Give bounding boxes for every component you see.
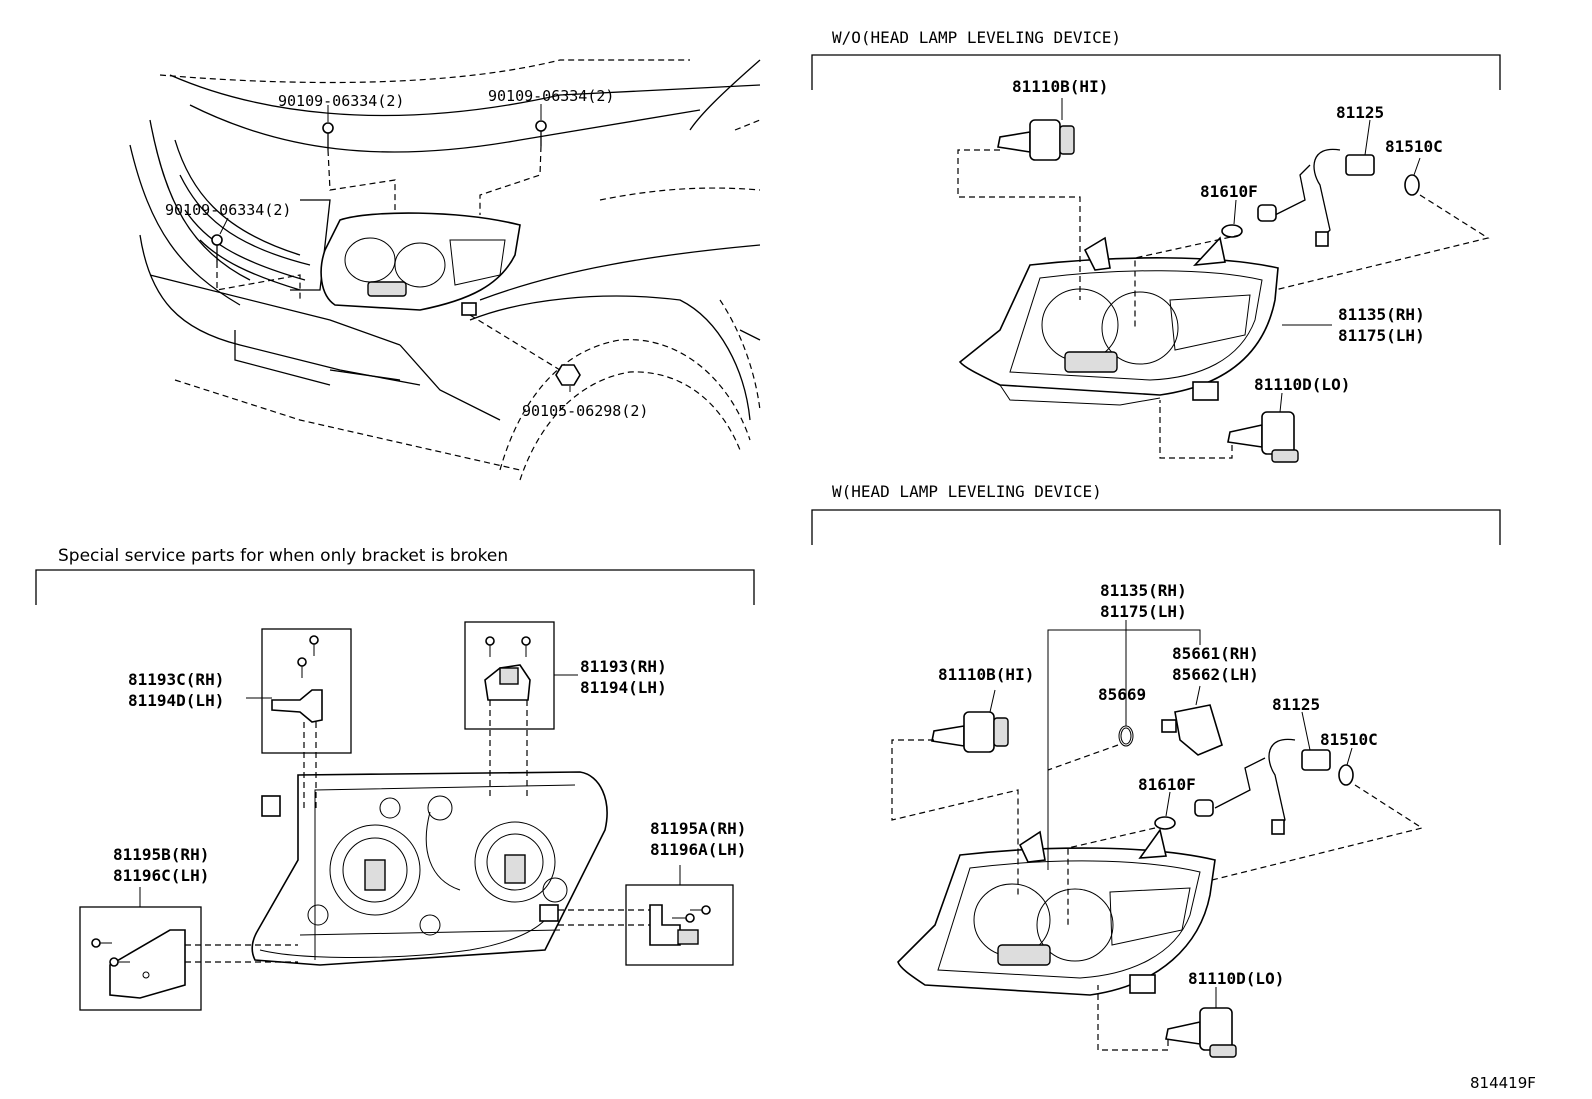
vehicle-front-illustration (129, 59, 761, 481)
label-bracket-81195b-rh: 81195B(RH) (113, 845, 209, 864)
section-title-special-parts: Special service parts for when only brac… (58, 546, 508, 566)
wo-bulb-lo-icon (1227, 411, 1299, 463)
label-nut-bottom: 90105-06298(2) (522, 402, 648, 420)
figure-code: 814419F (1470, 1074, 1536, 1092)
w-bulb-hi-icon (931, 711, 1009, 753)
bolt-icon (211, 234, 223, 262)
wo-headlamp-assembly (958, 236, 1279, 406)
label-w-bulb-hi: 81110B(HI) (938, 665, 1034, 684)
label-w-lamp-lh: 81175(LH) (1100, 602, 1187, 621)
w-side-bulb-icon (1154, 816, 1176, 830)
label-bracket-81196c-lh: 81196C(LH) (113, 866, 209, 885)
wo-side-bulb-icon (1221, 224, 1243, 238)
label-bracket-81193-rh: 81193(RH) (580, 657, 667, 676)
w-headlamp-assembly (897, 828, 1216, 996)
w-bulb-lo-icon (1165, 1007, 1237, 1058)
label-wo-bulb-lo: 81110D(LO) (1254, 375, 1350, 394)
section-title-without-leveling: W/O(HEAD LAMP LEVELING DEVICE) (832, 28, 1121, 47)
label-w-bulb-lo: 81110D(LO) (1188, 969, 1284, 988)
label-wo-lamp-rh: 81135(RH) (1338, 305, 1425, 324)
wo-small-bulb-icon (1404, 174, 1420, 196)
bolt-icon (535, 120, 547, 146)
label-bracket-81193c-rh: 81193C(RH) (128, 670, 224, 689)
bolt-icon (322, 122, 334, 150)
label-w-actuator-rh: 85661(RH) (1172, 644, 1259, 663)
label-w-socket: 81125 (1272, 695, 1320, 714)
label-bracket-81194-lh: 81194(LH) (580, 678, 667, 697)
w-oring-icon (1118, 725, 1134, 747)
label-w-small-bulb: 81510C (1320, 730, 1378, 749)
label-wo-side-bulb: 81610F (1200, 182, 1258, 201)
label-bolt-left: 90109-06334(2) (165, 201, 291, 219)
bracket-81195b-box (79, 906, 202, 1011)
label-wo-socket: 81125 (1336, 103, 1384, 122)
section-title-with-leveling: W(HEAD LAMP LEVELING DEVICE) (832, 482, 1102, 501)
label-w-oring: 85669 (1098, 685, 1146, 704)
label-bracket-81195a-rh: 81195A(RH) (650, 819, 746, 838)
label-bracket-81196a-lh: 81196A(LH) (650, 840, 746, 859)
label-w-lamp-rh: 81135(RH) (1100, 581, 1187, 600)
label-bracket-81194d-lh: 81194D(LH) (128, 691, 224, 710)
w-socket-icon (1194, 738, 1331, 835)
section-bracket-special (35, 569, 755, 605)
w-small-bulb-icon (1338, 764, 1354, 786)
wo-bulb-hi-icon (997, 119, 1075, 161)
label-bolt-top-right: 90109-06334(2) (488, 87, 614, 105)
section-bracket-with (811, 509, 1501, 545)
headlamp-rear-view (251, 771, 608, 966)
section-bracket-without (811, 54, 1501, 90)
bracket-81193-box (464, 621, 555, 730)
label-w-actuator-lh: 85662(LH) (1172, 665, 1259, 684)
bracket-81193c-box (261, 628, 352, 754)
label-wo-lamp-lh: 81175(LH) (1338, 326, 1425, 345)
wo-socket-icon (1257, 148, 1375, 247)
nut-icon (555, 364, 581, 386)
label-bolt-top-left: 90109-06334(2) (278, 92, 404, 110)
label-wo-bulb-hi: 81110B(HI) (1012, 77, 1108, 96)
label-wo-small-bulb: 81510C (1385, 137, 1443, 156)
label-w-side-bulb: 81610F (1138, 775, 1196, 794)
w-actuator-icon (1161, 704, 1223, 756)
